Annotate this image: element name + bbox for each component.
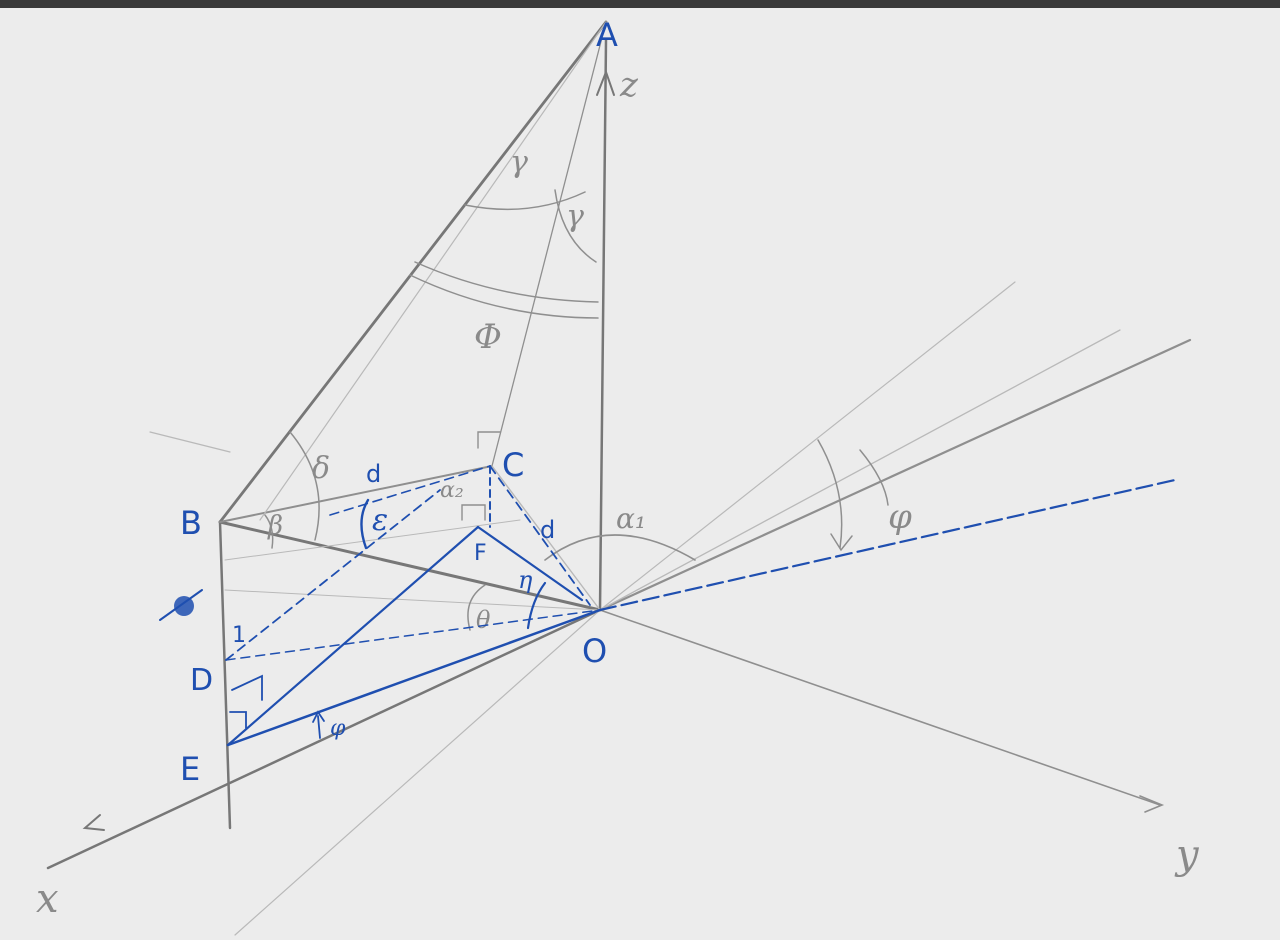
segment-d-label-2: d [540,516,555,544]
point-e-label: E [180,750,200,788]
arc-beta [264,514,274,549]
ink-line-fo [476,525,584,602]
arc-delta [289,431,320,541]
construction-stub-b [149,431,231,453]
arc-psi-arrow [817,439,843,549]
arc-alpha1 [544,534,696,561]
point-f-label: F [474,541,487,566]
point-a-label: A [596,16,618,54]
ray-upper-1 [598,338,1192,612]
angle-phi-upper-label: Φ [474,317,502,357]
edge-ab [218,20,608,524]
shading-line-2 [224,519,521,561]
point-d-label: D [190,663,213,698]
z-axis [598,38,608,612]
angle-beta-label: β [267,511,283,541]
ink-dashed-c-left [329,465,491,516]
segment-d-label-1: d [366,460,381,488]
edge-co-pencil [491,465,601,611]
ink-dashed-do [225,609,601,661]
y-axis [599,609,1161,806]
x-axis [46,608,602,870]
right-angle-mark-f [461,504,486,521]
x-axis-arrowhead [82,814,105,831]
point-b-label: B [180,504,202,542]
axis-z-label: z [619,65,639,105]
ink-arrow-psi-head [312,710,325,723]
paper-top-edge [0,0,1280,8]
angle-theta-label: θ [476,606,491,634]
arc-phi-2 [409,274,599,319]
ink-dashed-co [489,465,591,606]
ink-arc-eta [526,581,547,630]
arrowhead-psi [830,533,853,552]
angle-epsilon-label: ε [372,503,388,538]
point-c-label: C [502,446,524,484]
construction-line-a [259,21,607,521]
angle-delta-label: δ [312,451,330,486]
shading-line-1 [224,589,601,611]
ink-scribble-blot [174,596,194,616]
arc-gamma-2 [554,189,597,263]
ink-right-angle-d [231,674,263,701]
right-angle-mark-c [477,431,501,449]
ray-upper-2 [599,329,1121,611]
angle-psi-label: φ [888,497,912,537]
ink-right-angle-e [229,711,247,729]
ink-line-eo [226,608,602,747]
arc-theta [467,584,486,631]
angle-eta-label: η [518,566,533,594]
angle-gamma-label-2: γ [566,199,584,234]
ink-arc-epsilon [360,498,370,550]
ray-upper-3 [599,281,1016,611]
ink-ray-op [598,478,1177,612]
axis-y-label: y [1174,832,1200,878]
ink-arrow-psi-shaft [317,715,321,739]
point-o-label: O [582,632,607,670]
angle-alpha2-label: α₂ [440,478,464,503]
ink-line-ef [226,525,480,747]
segment-one-label: 1 [232,623,246,648]
angle-alpha1-label: α₁ [616,502,646,535]
arc-gamma-1 [464,191,586,211]
arc-phi-1 [414,261,599,303]
edge-ac [491,21,607,467]
z-axis-arrowhead [596,69,615,96]
construction-line-lower [234,609,601,936]
angle-gamma-label-1: γ [510,145,528,180]
vertical-line-b [218,520,232,830]
ink-dashed-d-up [225,489,441,661]
angle-psi-bottom-label: φ [330,716,346,741]
arc-psi-upper [859,449,889,506]
axis-x-label: x [36,876,59,922]
y-axis-arrowhead [1139,795,1165,813]
